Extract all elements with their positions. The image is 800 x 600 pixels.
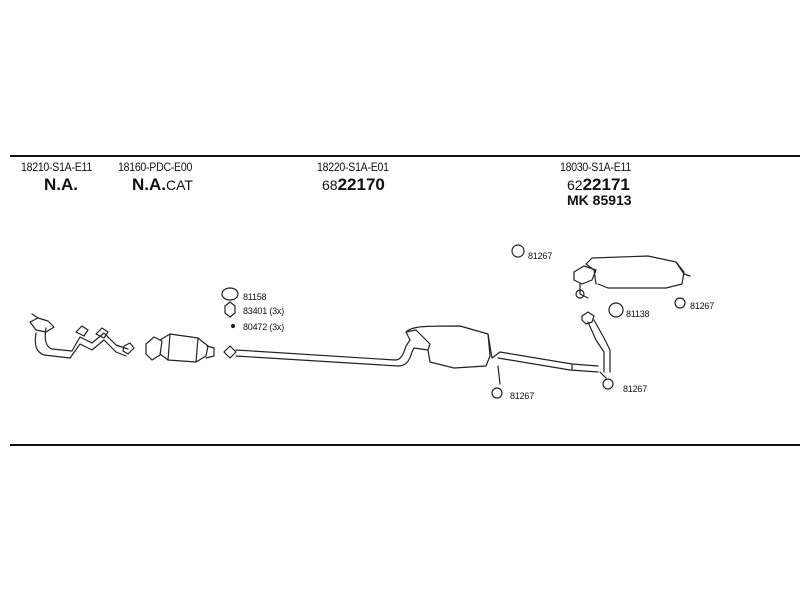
hw-label-81267-b: 81267: [690, 301, 715, 311]
bottom-rule: [10, 444, 800, 446]
hw-label-81267-a: 81267: [528, 251, 553, 261]
part-catalyst: N.A.CAT: [132, 175, 193, 195]
hw-label-81267-c: 81267: [510, 391, 535, 401]
oem-front-pipe: 18210-S1A-E11: [21, 160, 92, 174]
oem-rear-silencer: 18030-S1A-E11: [560, 160, 631, 174]
hw-label-80472: 80472 (3x): [243, 322, 285, 332]
part-center-pipe-prefix: 68: [322, 177, 338, 193]
oem-center-pipe: 18220-S1A-E01: [317, 160, 389, 174]
bolt-81267-a-icon: [511, 244, 525, 258]
part-catalyst-suffix: CAT: [166, 177, 193, 193]
center-pipe-drawing: [223, 325, 599, 399]
hw-label-81267-d: 81267: [623, 384, 648, 394]
bolt-81267-b-icon: [674, 297, 686, 309]
ring-81138-icon: [608, 302, 624, 318]
part-catalyst-main: N.A.: [132, 175, 166, 194]
part-rear-number: 22171: [582, 175, 630, 194]
top-rule: [10, 155, 800, 157]
part-mounting-kit: MK 85913: [567, 192, 632, 208]
catalyst-drawing: [145, 333, 215, 363]
rear-silencer-drawing: [511, 244, 691, 390]
oem-catalyst: 18160-PDC-E00: [118, 160, 193, 174]
ring-81158-icon: [221, 287, 239, 301]
part-rear-prefix: 62: [567, 177, 583, 193]
front-pipe-drawing: [29, 313, 135, 359]
hw-label-81138: 81138: [626, 309, 650, 319]
bolt-81267-d-icon: [602, 378, 614, 390]
bolt-81267-c-icon: [491, 387, 503, 399]
hw-label-83401: 83401 (3x): [243, 306, 285, 316]
part-center-pipe-number: 22170: [337, 175, 385, 194]
clamp-83401-icon: [224, 301, 236, 318]
part-front-pipe: N.A.: [44, 175, 78, 194]
nut-80472-icon: [230, 323, 236, 329]
hardware-icons-left: [221, 287, 239, 329]
part-rear-silencer: 6222171: [567, 175, 630, 195]
part-center-pipe: 6822170: [322, 175, 385, 195]
hw-label-81158: 81158: [243, 292, 267, 302]
